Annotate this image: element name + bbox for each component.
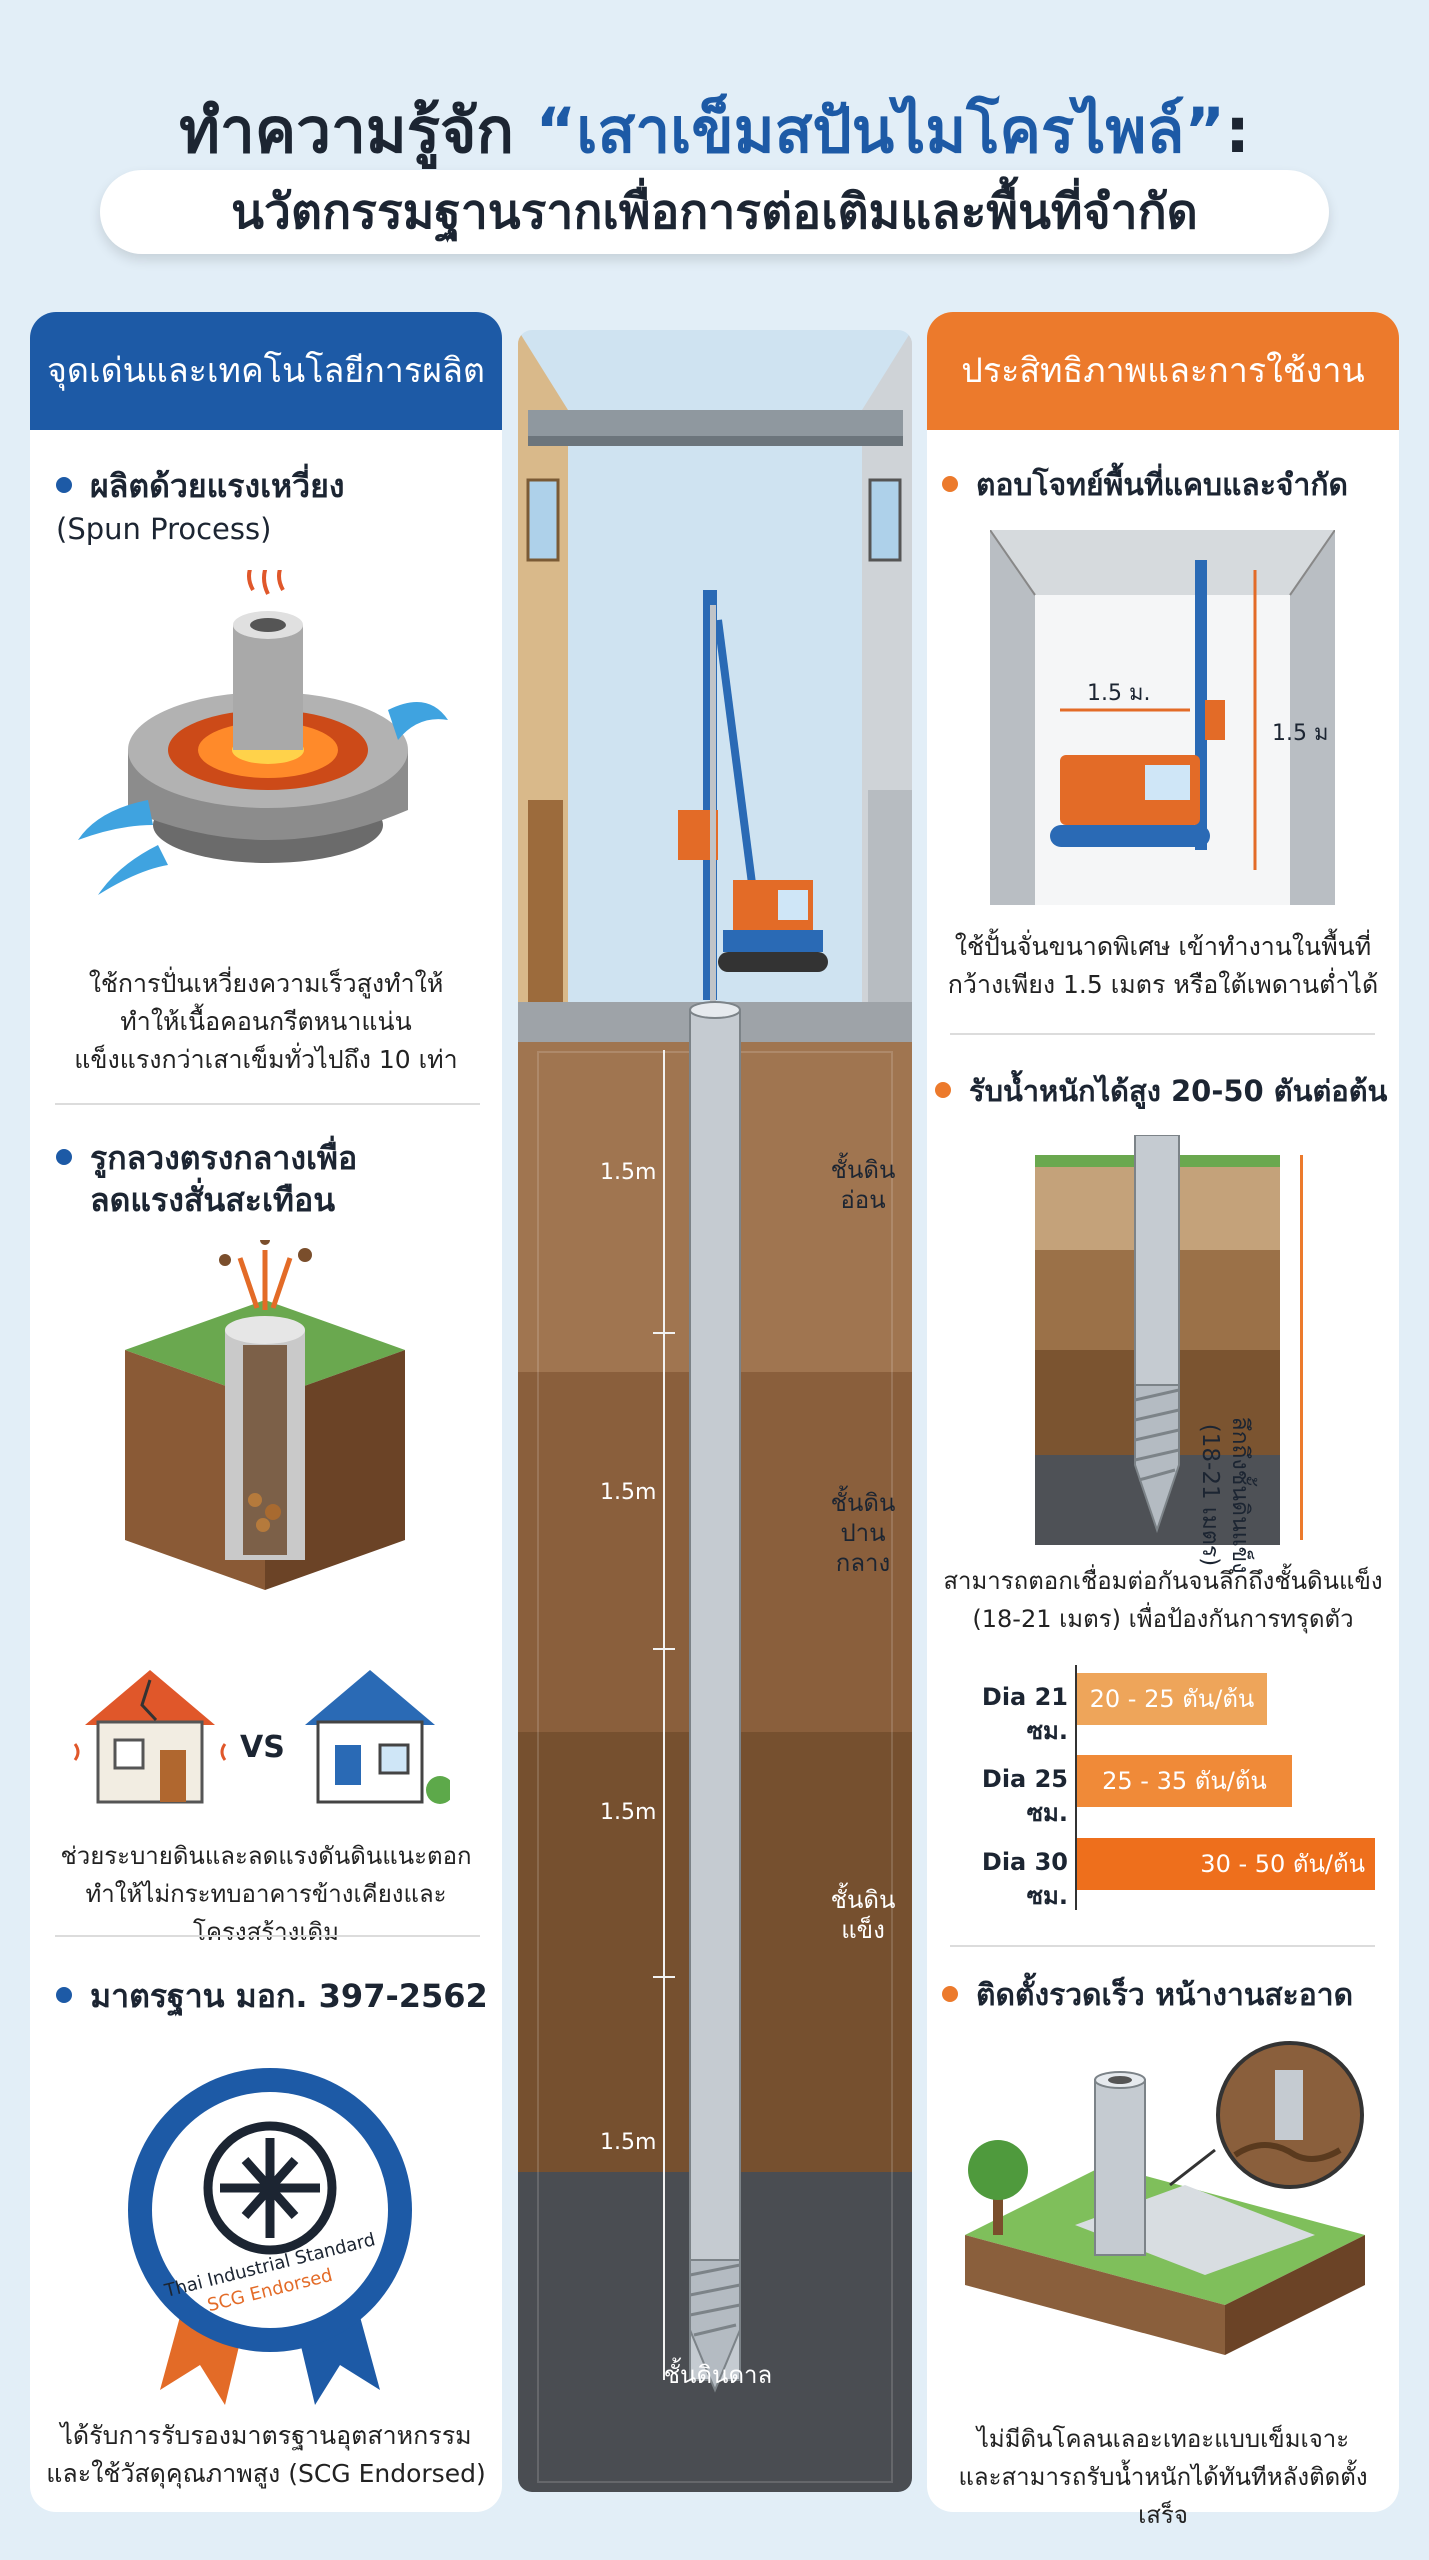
vs-label: VS (240, 1730, 285, 1765)
segment-length-label: 1.5m (600, 1800, 657, 1825)
main-title: ทำความรู้จัก “เสาเข็มสปันไมโครไพล์”: (0, 82, 1429, 180)
title-highlight: “เสาเข็มสปันไมโครไพล์” (535, 94, 1226, 167)
narrow-space-rig-illustration (990, 530, 1335, 905)
title-prefix: ทำความรู้จัก (179, 94, 536, 167)
load-bar: 25 - 35 ตัน/ต้น (1077, 1755, 1292, 1807)
narrow-space-caption: ใช้ปั้นจั่นขนาดพิเศษ เข้าทำงานในพื้นที่ … (947, 932, 1379, 999)
height-dimension-label: 1.5 ม (1272, 721, 1329, 746)
segment-length-label: 1.5m (600, 1160, 657, 1185)
fast-install-caption: ไม่มีดินโคลนเลอะเทอะแบบเข็มเจาะ และสามาร… (958, 2425, 1368, 2529)
subtitle-pill: นวัตกรรมฐานรากเพื่อการต่อเติมและพื้นที่จ… (100, 170, 1329, 254)
divider (55, 1935, 480, 1937)
bedrock-label: ชั้นดินดาล (663, 2361, 773, 2389)
standard-title: มาตรฐาน มอก. 397-2562 (56, 1975, 496, 2017)
hollow-core-caption: ช่วยระบายดินและลดแรงดันดินแนะตอก ทำให้ไม… (60, 1842, 472, 1946)
center-illustration: 1.5m 1.5m 1.5m 1.5m ชั้นดินอ่อน ชั้นดินป… (518, 330, 912, 2492)
dimension-line (663, 1050, 665, 2380)
segment-tick (653, 1976, 675, 1978)
medium-soil-label: ชั้นดินปานกลาง (830, 1489, 896, 1577)
bullet-dot-icon (942, 1985, 958, 2002)
load-bar: 30 - 50 ตัน/ต้น (1077, 1838, 1375, 1890)
depth-arrow (1300, 1155, 1303, 1540)
hard-soil-label: ชั้นดินแข็ง (830, 1886, 896, 1944)
divider (55, 1103, 480, 1105)
intact-house-icon (305, 1670, 450, 1804)
divider (950, 1033, 1375, 1035)
soft-soil-label: ชั้นดินอ่อน (830, 1156, 896, 1214)
cracked-house-icon (73, 1670, 227, 1804)
hollow-core-soil-illustration (125, 1240, 405, 1590)
bullet-dot-icon (56, 477, 72, 493)
bar-label: Dia 21 ซม. (981, 1683, 1068, 1745)
bullet-dot-icon (942, 475, 958, 492)
spun-mold-illustration (78, 570, 448, 895)
narrow-space-title: ตอบโจทย์พื้นที่แคบและจำกัด (942, 465, 1392, 507)
width-dimension-label: 1.5 ม. (1087, 681, 1151, 706)
load-capacity-title: รับน้ำหนักได้สูง 20-50 ตันต่อต้น (935, 1070, 1397, 1112)
load-capacity-caption: สามารถตอกเชื่อมต่อกันจนลึกถึงชั้นดินแข็ง… (943, 1567, 1383, 1633)
segment-tick (653, 1648, 675, 1650)
title-suffix: : (1225, 94, 1250, 167)
standard-caption: ได้รับการรับรองมาตรฐานอุตสาหกรรม และใช้ว… (46, 2421, 486, 2488)
right-panel-header: ประสิทธิภาพและการใช้งาน (927, 312, 1399, 430)
chart-axis (1075, 1665, 1077, 1910)
divider (950, 1945, 1375, 1947)
hollow-core-title: รูกลวงตรงกลางเพื่อ ลดแรงสั่นสะเทือน (56, 1137, 486, 1221)
load-bar: 20 - 25 ตัน/ต้น (1077, 1673, 1267, 1725)
clean-site-illustration (965, 2041, 1365, 2355)
segment-length-label: 1.5m (600, 2130, 657, 2155)
segment-tick (653, 1332, 675, 1334)
fast-install-title: ติดตั้งรวดเร็ว หน้างานสะอาด (942, 1975, 1392, 2017)
bullet-dot-icon (56, 1149, 72, 1165)
bullet-dot-icon (935, 1082, 951, 1098)
spun-process-title: ผลิตด้วยแรงเหวี่ยง (Spun Process) (56, 467, 345, 546)
spun-process-caption: ใช้การปั่นเหวี่ยงความเร็วสูงทำให้ ทำให้เ… (74, 969, 458, 1074)
pile-depth-illustration (1035, 1135, 1280, 1545)
load-bar-chart: Dia 21 ซม. 20 - 25 ตัน/ต้น Dia 25 ซม. 25… (950, 1665, 1385, 1915)
bar-label: Dia 30 ซม. (981, 1848, 1068, 1910)
bullet-dot-icon (56, 1987, 72, 2003)
site-cross-section (518, 330, 912, 2492)
bar-label: Dia 25 ซม. (981, 1765, 1068, 1827)
tis-certification-seal-icon (128, 2068, 412, 2405)
left-panel-header: จุดเด่นและเทคโนโลยีการผลิต (30, 312, 502, 430)
segment-length-label: 1.5m (600, 1480, 657, 1505)
